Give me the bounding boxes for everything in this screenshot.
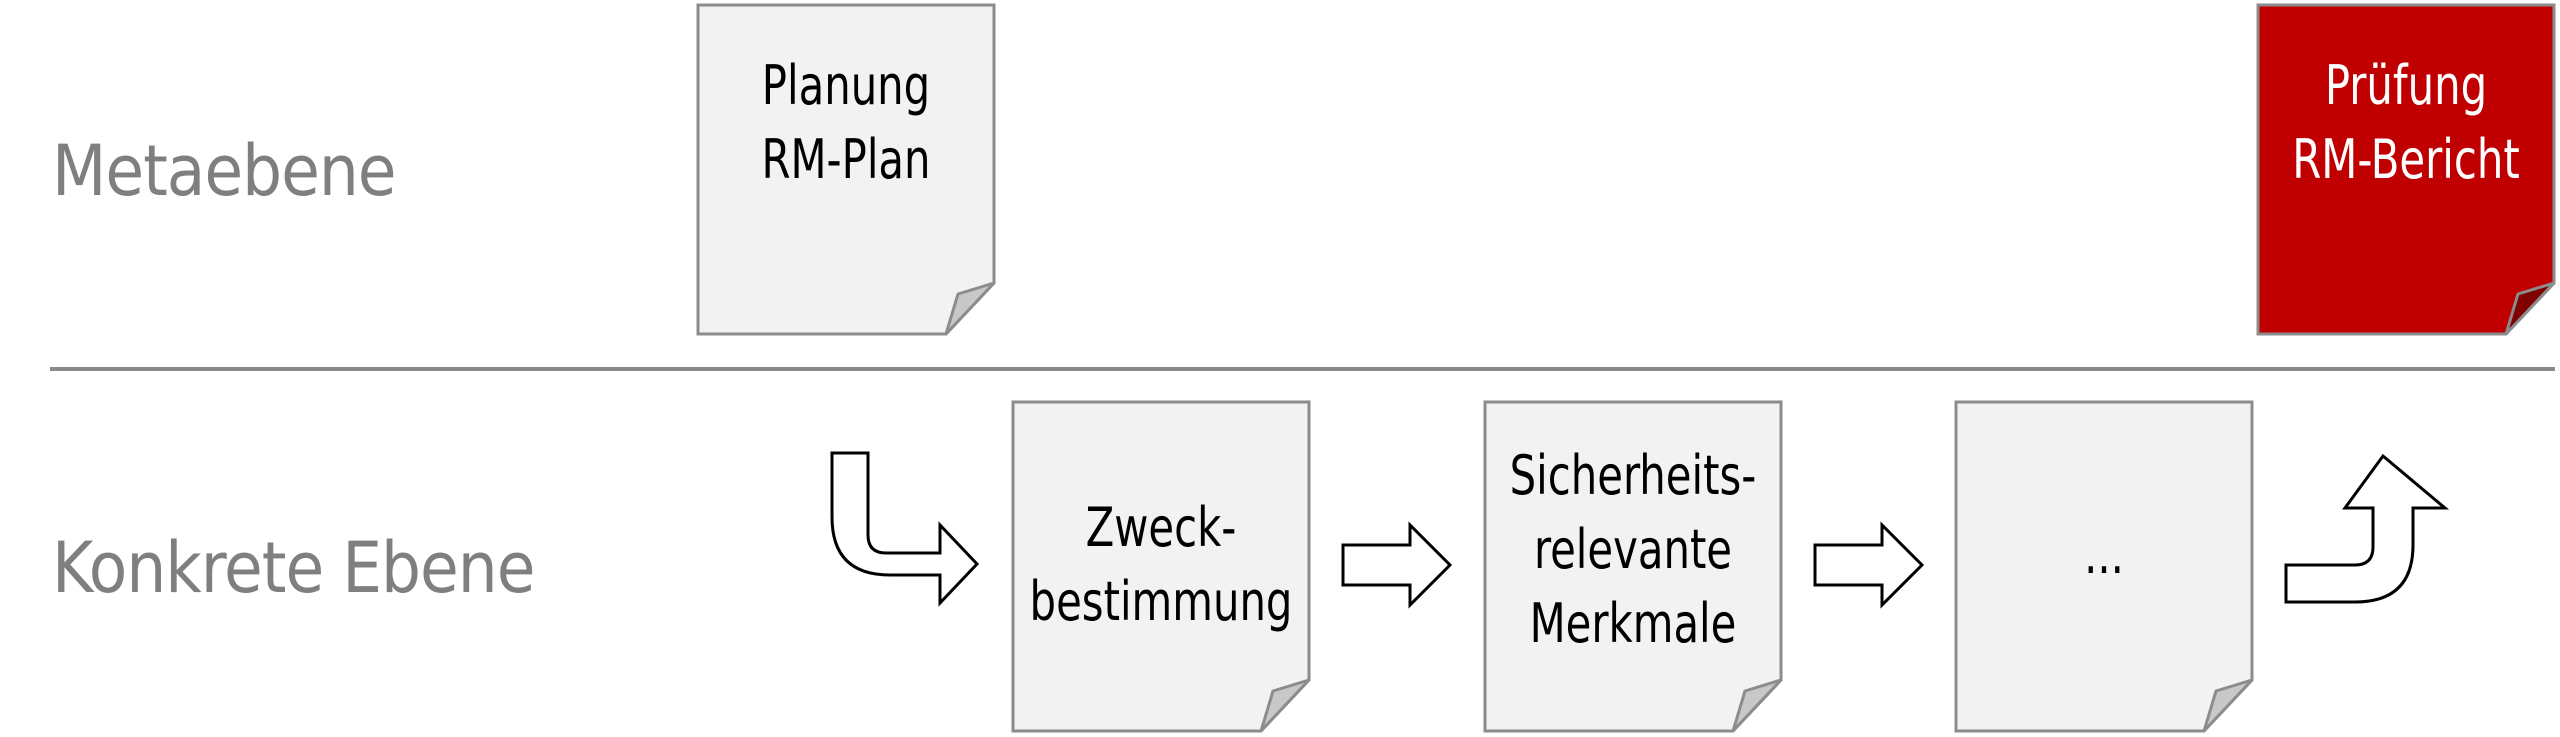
doc-safety-text: Sicherheits- relevante Merkmale (1504, 400, 1762, 700)
right-arrow-icon (1341, 521, 1453, 609)
exit-arrow-icon (2284, 453, 2450, 604)
doc-safety-line-1: Sicherheits- (1509, 444, 1757, 507)
doc-planning-line-2: RM-Plan (761, 128, 931, 191)
doc-more-line-1: ... (2084, 523, 2124, 586)
doc-planning-rm-plan: Planung RM-Plan (696, 3, 996, 336)
document-shape (1011, 400, 1311, 733)
doc-purpose-text: Zweck- bestimmung (1029, 400, 1293, 730)
doc-safety-line-3: Merkmale (1529, 592, 1737, 655)
document-shape (696, 3, 996, 336)
doc-purpose: Zweck- bestimmung (1011, 400, 1311, 733)
doc-planning-line-1: Planung (761, 54, 931, 117)
concrete-layer-label: Konkrete Ebene (52, 527, 535, 609)
meta-layer-label: Metaebene (52, 130, 397, 212)
doc-purpose-line-2: bestimmung (1029, 570, 1293, 633)
doc-purpose-line-1: Zweck- (1085, 496, 1237, 559)
enter-arrow-icon (830, 451, 980, 607)
doc-more: ... (1954, 400, 2254, 733)
doc-review-rm-bericht: Prüfung RM-Bericht (2256, 3, 2556, 336)
doc-review-line-1: Prüfung (2324, 54, 2488, 117)
doc-review-text: Prüfung RM-Bericht (2277, 3, 2535, 243)
doc-more-text: ... (1975, 400, 2233, 710)
right-arrow-icon (1813, 521, 1925, 609)
doc-safety-line-2: relevante (1533, 518, 1733, 581)
doc-safety-features: Sicherheits- relevante Merkmale (1483, 400, 1783, 733)
doc-review-line-2: RM-Bericht (2292, 128, 2520, 191)
document-shape (1483, 400, 1783, 733)
doc-planning-text: Planung RM-Plan (717, 3, 975, 243)
document-shape (1954, 400, 2254, 733)
layer-divider (50, 367, 2555, 371)
document-shape (2256, 3, 2556, 336)
